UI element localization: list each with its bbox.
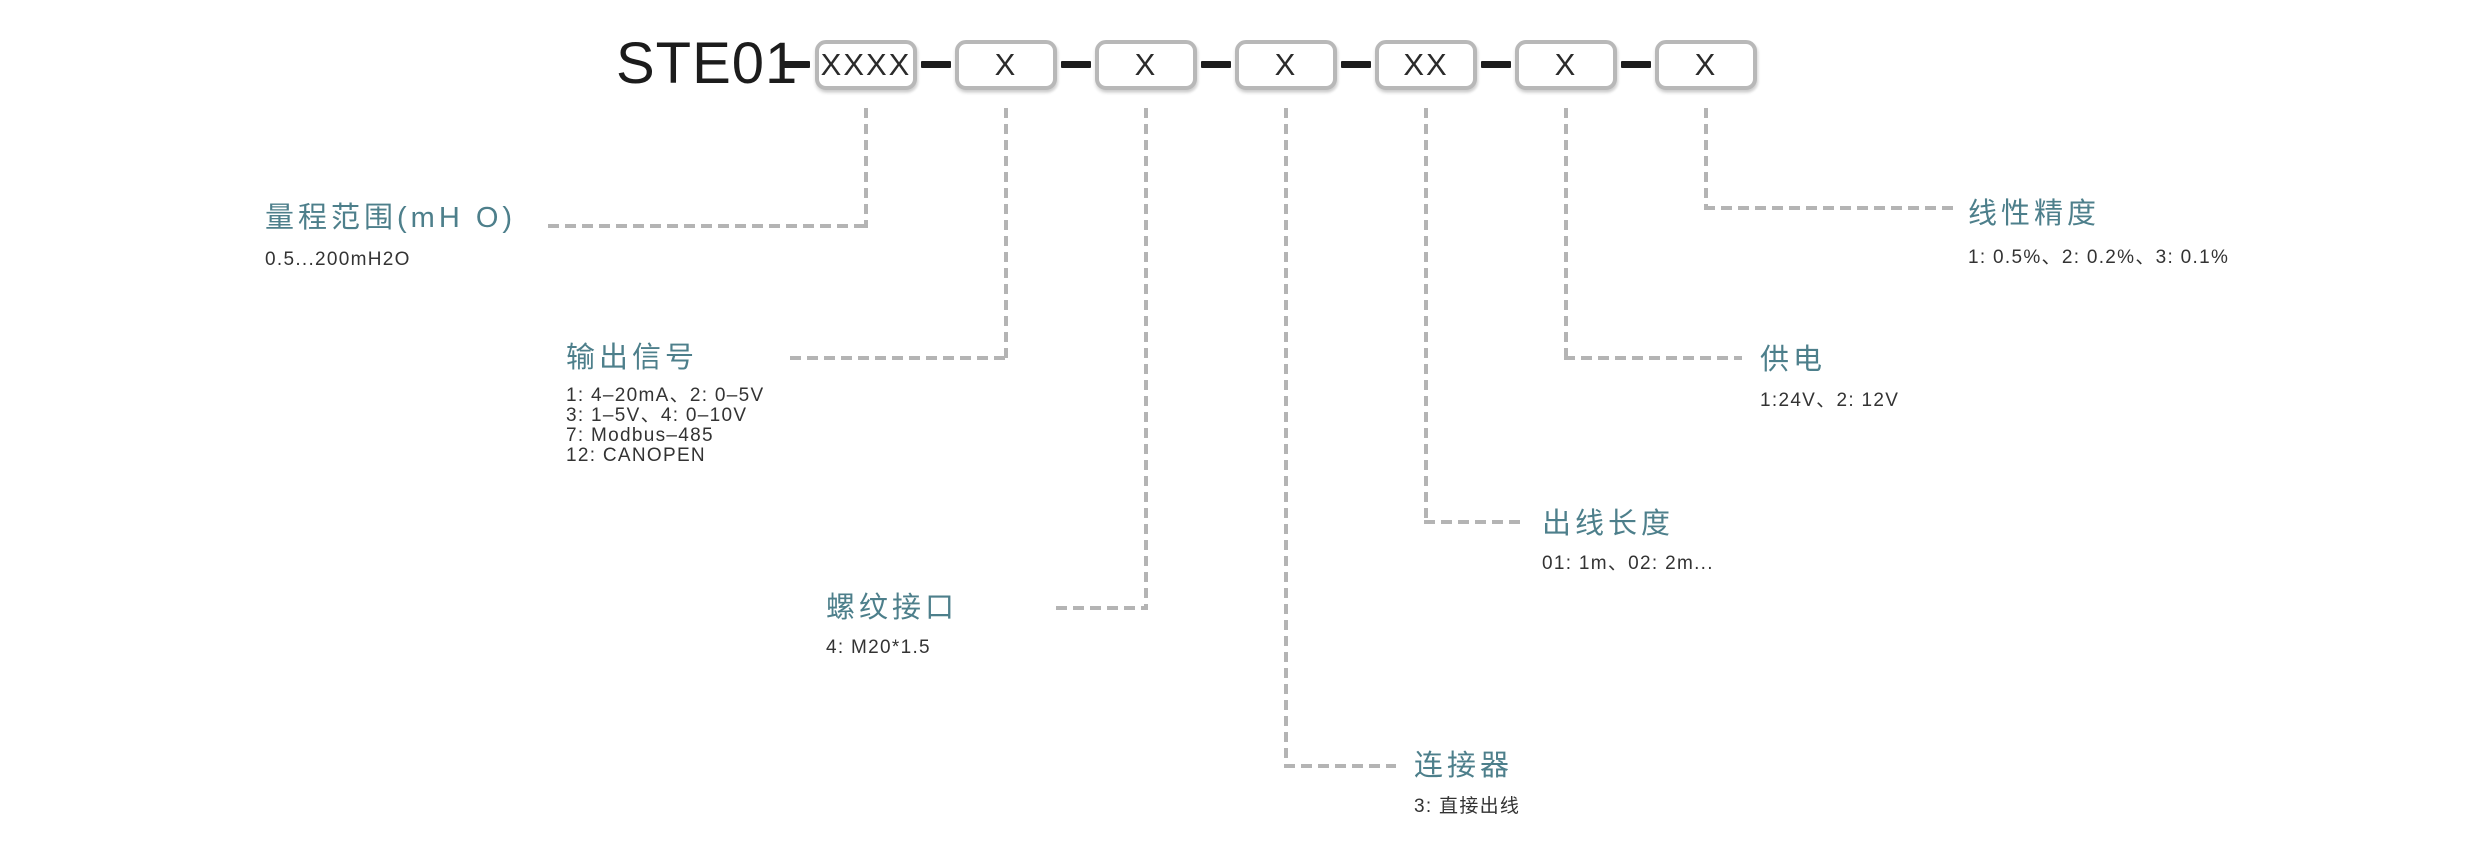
connector-line-accuracy-vertical [1704, 108, 1708, 210]
field-value-cable-length: 01: 1m、02: 2m... [1542, 553, 1714, 574]
connector-line-connector-vertical [1284, 108, 1288, 768]
field-title-connector: 连接器 [1414, 750, 1514, 782]
field-value-output-signal-line2: 3: 1–5V、4: 0–10V [566, 405, 748, 426]
field-cable-length: 出线长度 01: 1m、02: 2m... [1542, 509, 1714, 574]
field-value-thread: 4: M20*1.5 [826, 637, 931, 658]
dash-separator [1481, 61, 1511, 68]
field-value-power: 1:24V、2: 12V [1760, 390, 1900, 411]
field-title-accuracy: 线性精度 [1968, 198, 2101, 230]
field-range: 量程范围(mH O) 0.5...200mH2O [265, 203, 516, 270]
connector-line-cable-length-horizontal [1424, 520, 1522, 524]
field-power: 供电 1:24V、2: 12V [1760, 345, 1899, 411]
field-value-output-signal-line3: 7: Modbus–485 [566, 425, 714, 446]
field-title-power: 供电 [1760, 344, 1827, 376]
field-value-accuracy: 1: 0.5%、2: 0.2%、3: 0.1% [1968, 247, 2230, 268]
dash-separator [1621, 61, 1651, 68]
field-values-output-signal: 1: 4–20mA、2: 0–5V 3: 1–5V、4: 0–10V 7: Mo… [566, 386, 765, 466]
field-output-signal: 输出信号 1: 4–20mA、2: 0–5V 3: 1–5V、4: 0–10V … [566, 343, 765, 466]
dash-separator [921, 61, 951, 68]
field-value-output-signal-line4: 12: CANOPEN [566, 445, 706, 466]
connector-line-range-vertical [864, 108, 868, 228]
connector-line-thread-horizontal [1056, 606, 1146, 610]
field-accuracy: 线性精度 1: 0.5%、2: 0.2%、3: 0.1% [1968, 199, 2229, 268]
connector-line-cable-length-vertical [1424, 108, 1428, 524]
dash-separator [1201, 61, 1231, 68]
connector-line-range-horizontal [548, 224, 866, 228]
field-title-thread: 螺纹接口 [826, 592, 959, 624]
dash-separator [780, 61, 810, 68]
connector-line-thread-vertical [1144, 108, 1148, 610]
field-value-range: 0.5...200mH2O [265, 249, 411, 270]
code-box-range: XXXX [815, 40, 917, 90]
field-title-output-signal: 输出信号 [566, 342, 699, 374]
connector-line-accuracy-horizontal [1704, 206, 1956, 210]
connector-line-power-vertical [1564, 108, 1568, 360]
code-box-thread: X [1095, 40, 1197, 90]
dash-separator [1341, 61, 1371, 68]
code-box-accuracy: X [1655, 40, 1757, 90]
field-connector: 连接器 3: 直接出线 [1414, 751, 1520, 817]
connector-line-output-signal-vertical [1004, 108, 1008, 360]
connector-line-power-horizontal [1564, 356, 1742, 360]
dash-separator [1061, 61, 1091, 68]
field-value-output-signal-line1: 1: 4–20mA、2: 0–5V [566, 385, 765, 406]
code-box-output-signal: X [955, 40, 1057, 90]
field-title-cable-length: 出线长度 [1542, 508, 1675, 540]
code-box-cable-length: XX [1375, 40, 1477, 90]
field-value-connector: 3: 直接出线 [1414, 796, 1521, 817]
connector-line-connector-horizontal [1284, 764, 1396, 768]
connector-line-output-signal-horizontal [790, 356, 1006, 360]
model-prefix: STE01 [616, 31, 799, 96]
field-title-range: 量程范围(mH O) [265, 202, 517, 234]
code-box-power: X [1515, 40, 1617, 90]
code-box-connector: X [1235, 40, 1337, 90]
field-thread: 螺纹接口 4: M20*1.5 [826, 593, 958, 658]
